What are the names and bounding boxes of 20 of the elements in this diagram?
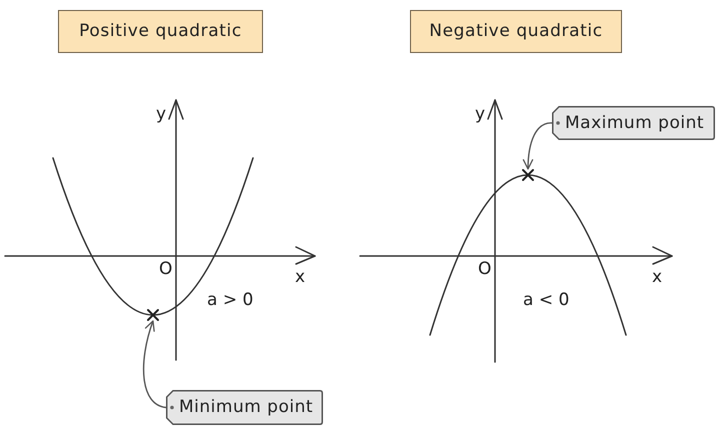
callout-tag	[166, 390, 323, 425]
origin-label: O	[159, 261, 172, 278]
heading-panel	[410, 10, 622, 53]
inequality-label: a > 0	[207, 292, 254, 309]
origin-label: O	[478, 261, 492, 278]
axis-label: y	[475, 106, 486, 123]
axis-label: y	[156, 106, 166, 123]
axis-label: x	[295, 269, 306, 286]
heading-text: Negative quadratic	[429, 21, 603, 42]
inequality-label: a < 0	[523, 292, 570, 309]
cross-marker-icon	[147, 309, 159, 321]
callout-text: Minimum point	[179, 397, 314, 418]
callout-tag	[552, 106, 715, 140]
callout-text: Maximum point	[565, 112, 704, 134]
leader-arrow	[523, 122, 552, 170]
cross-marker-icon	[522, 169, 534, 181]
leader-arrow	[142, 320, 166, 408]
heading-text: Positive quadratic	[79, 21, 242, 42]
heading-panel	[58, 10, 263, 53]
axis-label: x	[652, 269, 662, 286]
